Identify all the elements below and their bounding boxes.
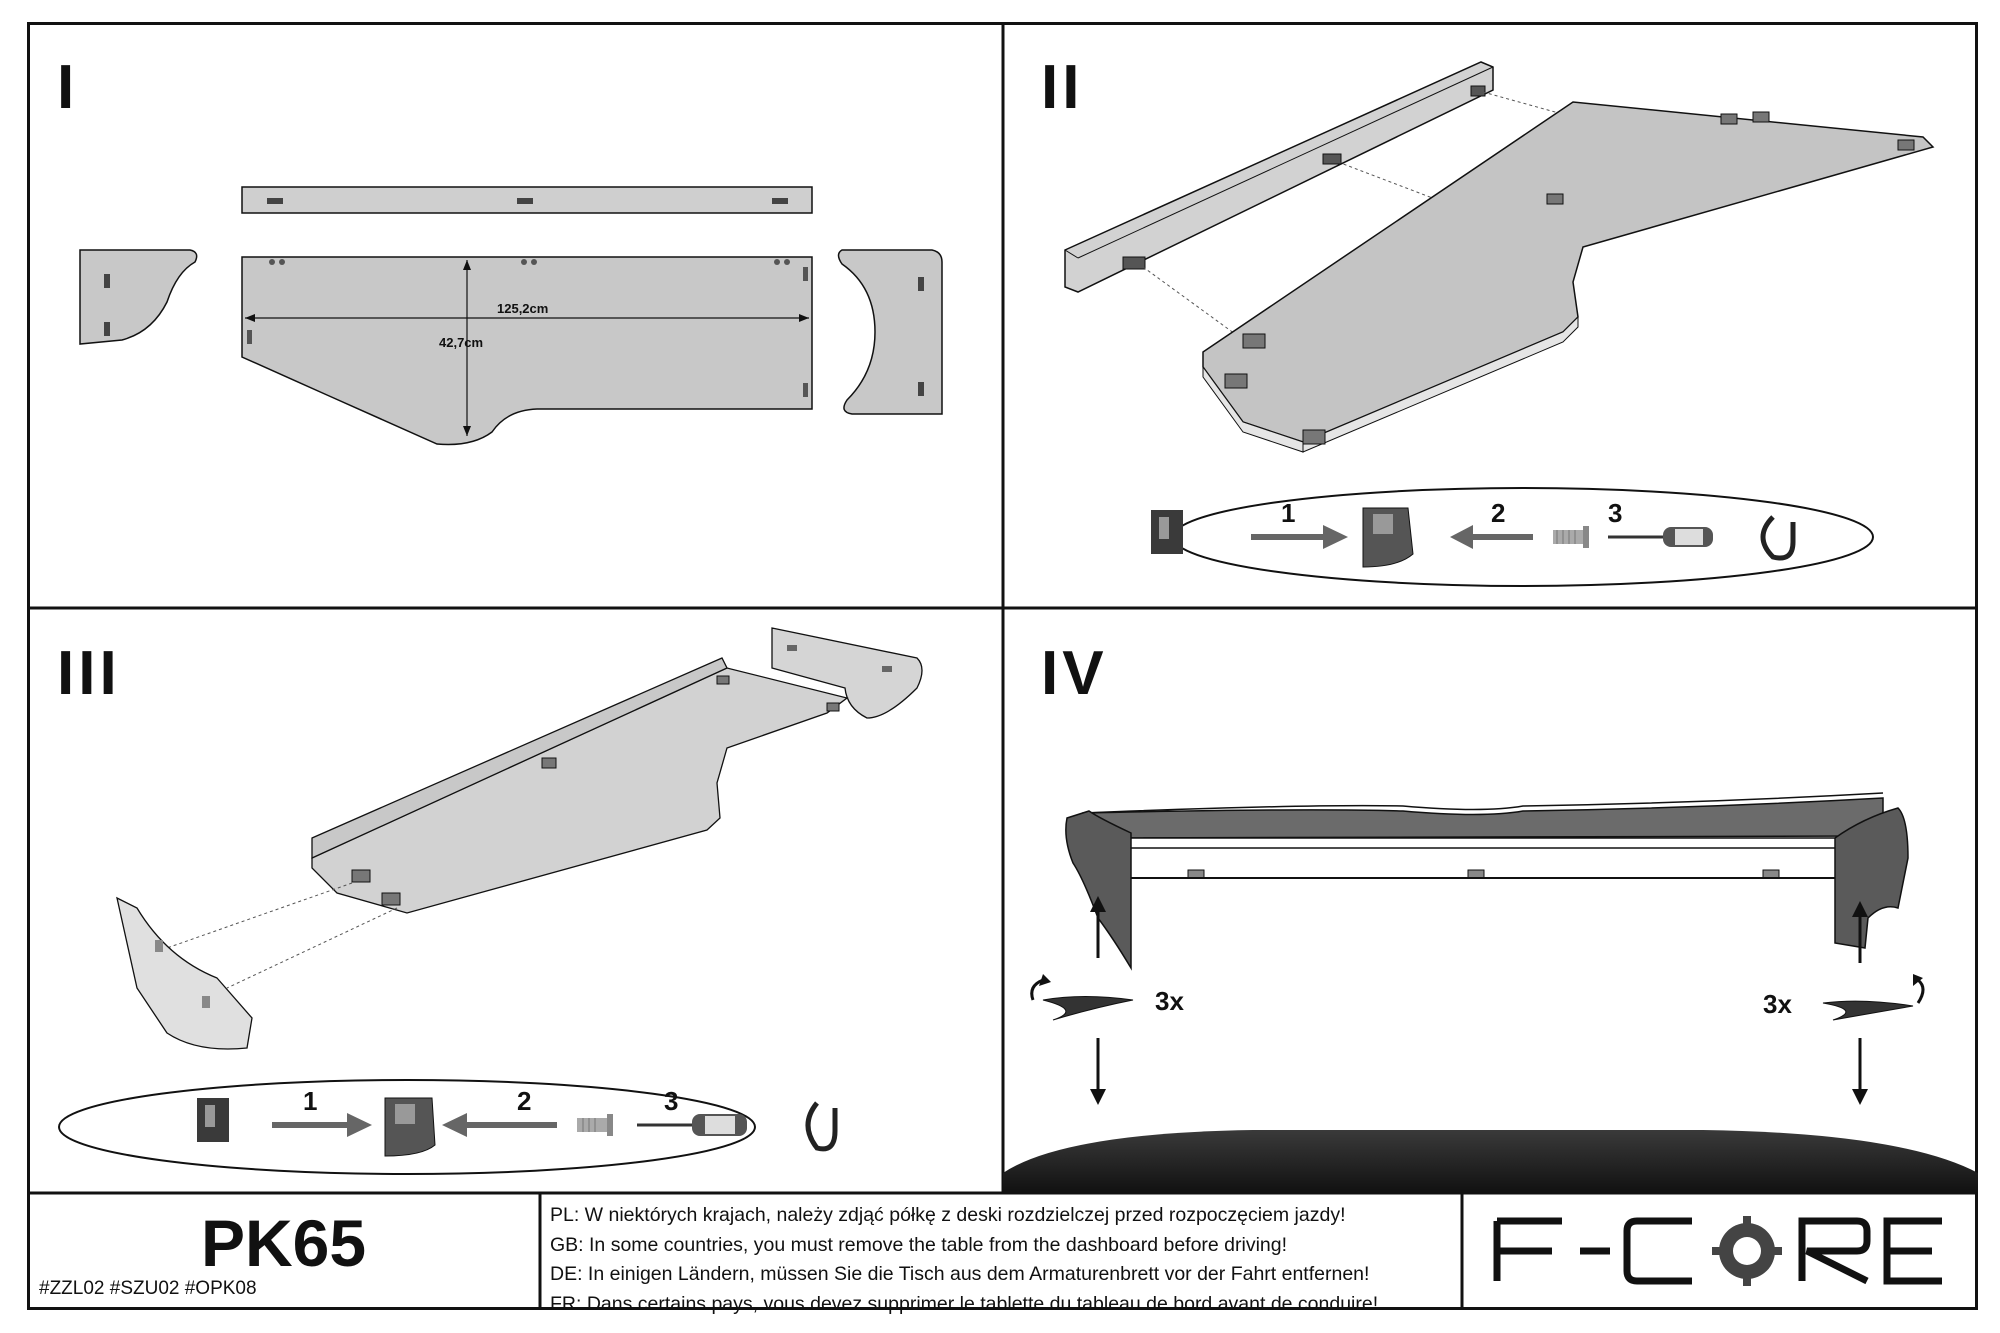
width-dimension: 125,2cm — [497, 301, 548, 316]
step-3-panel: III 1 2 — [27, 608, 1003, 1193]
warning-gb: GB: In some countries, you must remove t… — [550, 1233, 1288, 1256]
screwdriver-icon — [1608, 527, 1713, 547]
brand-logo — [1462, 1193, 1978, 1310]
step-3-numeral: III — [57, 639, 121, 708]
step-4-numeral: IV — [1041, 639, 1108, 708]
depth-dimension: 42,7cm — [439, 335, 483, 350]
step-2-numeral: II — [1041, 53, 1084, 122]
model-number: PK65 — [200, 1206, 367, 1280]
step-3-diagram: 1 2 3 — [58, 627, 923, 1175]
product-info: PK65 #ZZL02 #SZU02 #OPK08 — [27, 1193, 540, 1310]
product-codes: #ZZL02 #SZU02 #OPK08 — [39, 1278, 257, 1299]
safety-warnings: PL: W niektórych krajach, należy zdjąć p… — [540, 1193, 1462, 1315]
warning-pl: PL: W niektórych krajach, należy zdjąć p… — [550, 1204, 1346, 1226]
twist-right-icon — [1822, 1000, 1914, 1021]
turn-count-right: 3x — [1763, 989, 1792, 1019]
sequence-oval — [58, 1079, 756, 1175]
screw-icon — [577, 1114, 613, 1136]
table-top-perspective — [311, 667, 849, 914]
screwdriver-icon — [637, 1114, 747, 1136]
warning-fr: FR: Dans certains pays, vous devez suppr… — [550, 1292, 1379, 1315]
left-bracket-perspective — [116, 896, 253, 1050]
back-rail — [1064, 61, 1494, 293]
right-bracket-front — [1834, 807, 1909, 949]
rotate-icon — [1760, 515, 1796, 561]
table-top-front — [1082, 797, 1884, 839]
step-1-panel: I 125,2cm 42,7cm — [27, 22, 1003, 608]
dashboard — [1003, 1130, 1978, 1193]
step-4-diagram: 3x 3x — [1003, 792, 1978, 1193]
sequence-number-3: 3 — [664, 1086, 678, 1116]
twist-left-icon — [1042, 996, 1134, 1021]
step-4-panel: IV 3x 3x — [1003, 608, 1978, 1193]
step-2-panel: II 1 2 — [1003, 22, 1978, 608]
step-1-numeral: I — [57, 53, 79, 122]
left-bracket — [79, 249, 198, 345]
sequence-number-1: 1 — [1281, 498, 1295, 528]
table-top — [241, 256, 813, 446]
turn-count-left: 3x — [1155, 986, 1184, 1016]
gear-icon — [1712, 1216, 1782, 1286]
right-bracket — [837, 249, 943, 415]
rotate-icon — [805, 1101, 838, 1152]
sequence-number-2: 2 — [1491, 498, 1505, 528]
step-2-diagram: 1 2 3 — [1064, 61, 1935, 587]
screw-icon — [1553, 526, 1589, 548]
f-core-logo — [1493, 1216, 1942, 1286]
right-bracket-perspective — [771, 627, 923, 719]
sequence-number-1: 1 — [303, 1086, 317, 1116]
sequence-number-2: 2 — [517, 1086, 531, 1116]
warning-de: DE: In einigen Ländern, müssen Sie die T… — [550, 1263, 1370, 1285]
step-1-parts-diagram: 125,2cm 42,7cm — [79, 186, 943, 446]
sequence-number-3: 3 — [1608, 498, 1622, 528]
